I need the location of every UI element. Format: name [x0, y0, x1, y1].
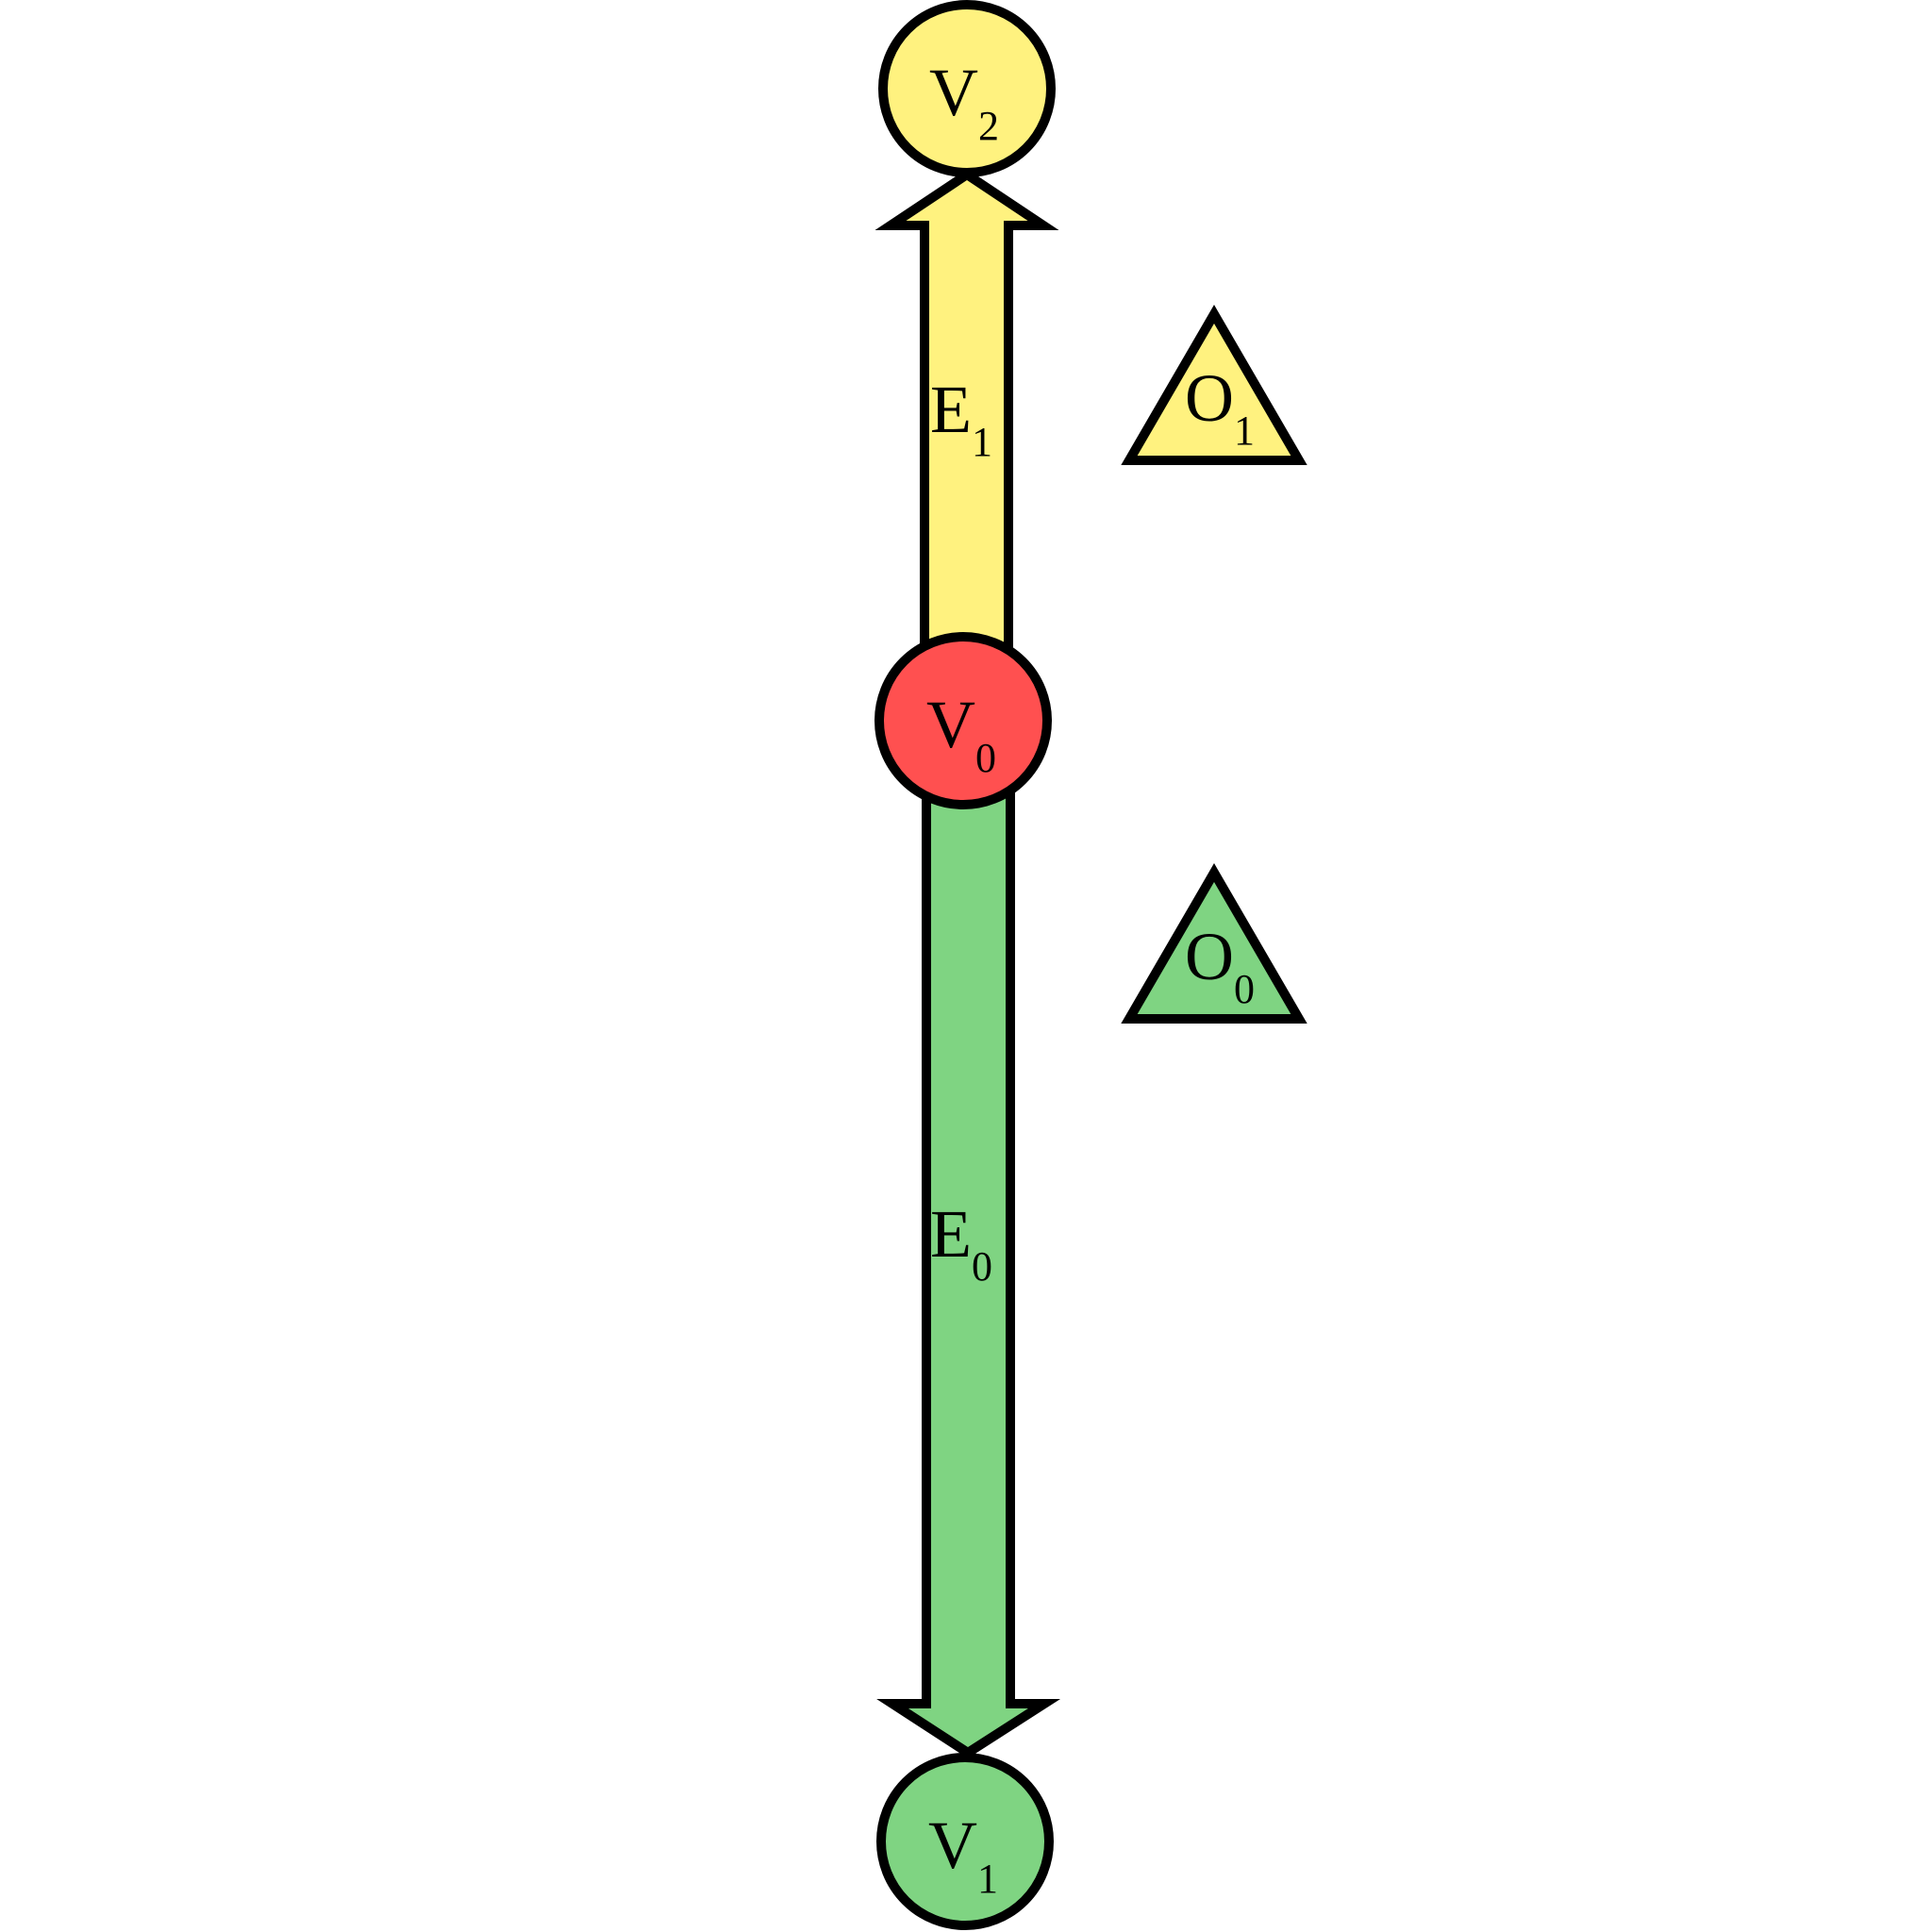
object-o0-label: O [1185, 919, 1234, 994]
object-o0-triangle [1121, 863, 1307, 1024]
svg-text:E0: E0 [930, 1196, 992, 1290]
vertex-v1-label: V [928, 1807, 977, 1883]
vertex-v2-subscript: 2 [978, 103, 999, 149]
vertex-v1-circle [876, 1753, 1054, 1930]
vertex-v2[interactable]: V2 [878, 0, 1056, 177]
edge-e1-arrow [874, 168, 1059, 684]
vertex-v1-subscript: 1 [977, 1856, 998, 1902]
vertex-v0[interactable]: V0 [874, 632, 1052, 809]
svg-text:V1: V1 [928, 1807, 998, 1902]
edge-e0[interactable]: E0 [876, 769, 1061, 1758]
edge-e1-label: E [930, 372, 972, 447]
vertex-v0-subscript: 0 [975, 735, 996, 781]
edge-e0-arrow [876, 769, 1061, 1758]
edge-e1-subscript: 1 [972, 419, 992, 465]
vertex-v2-circle [878, 0, 1056, 177]
vertex-v1[interactable]: V1 [876, 1753, 1054, 1930]
object-o1-label: O [1185, 360, 1234, 436]
edge-e0-label: E [930, 1196, 972, 1272]
svg-text:V0: V0 [926, 687, 996, 781]
object-o1-triangle [1121, 305, 1307, 465]
object-o1[interactable]: O1 [1121, 305, 1307, 465]
vertex-v2-label: V [929, 55, 978, 130]
object-o0-subscript: 0 [1234, 966, 1255, 1012]
svg-text:O0: O0 [1185, 919, 1255, 1012]
svg-text:O1: O1 [1185, 360, 1255, 454]
edge-e0-subscript: 0 [972, 1243, 992, 1290]
vertex-v0-circle [874, 632, 1052, 809]
edge-e1[interactable]: E1 [874, 168, 1059, 684]
vertex-v0-label: V [926, 687, 975, 762]
object-o1-subscript: 1 [1234, 408, 1255, 454]
svg-text:V2: V2 [929, 55, 999, 149]
object-o0[interactable]: O0 [1121, 863, 1307, 1024]
svg-text:E1: E1 [930, 372, 992, 465]
